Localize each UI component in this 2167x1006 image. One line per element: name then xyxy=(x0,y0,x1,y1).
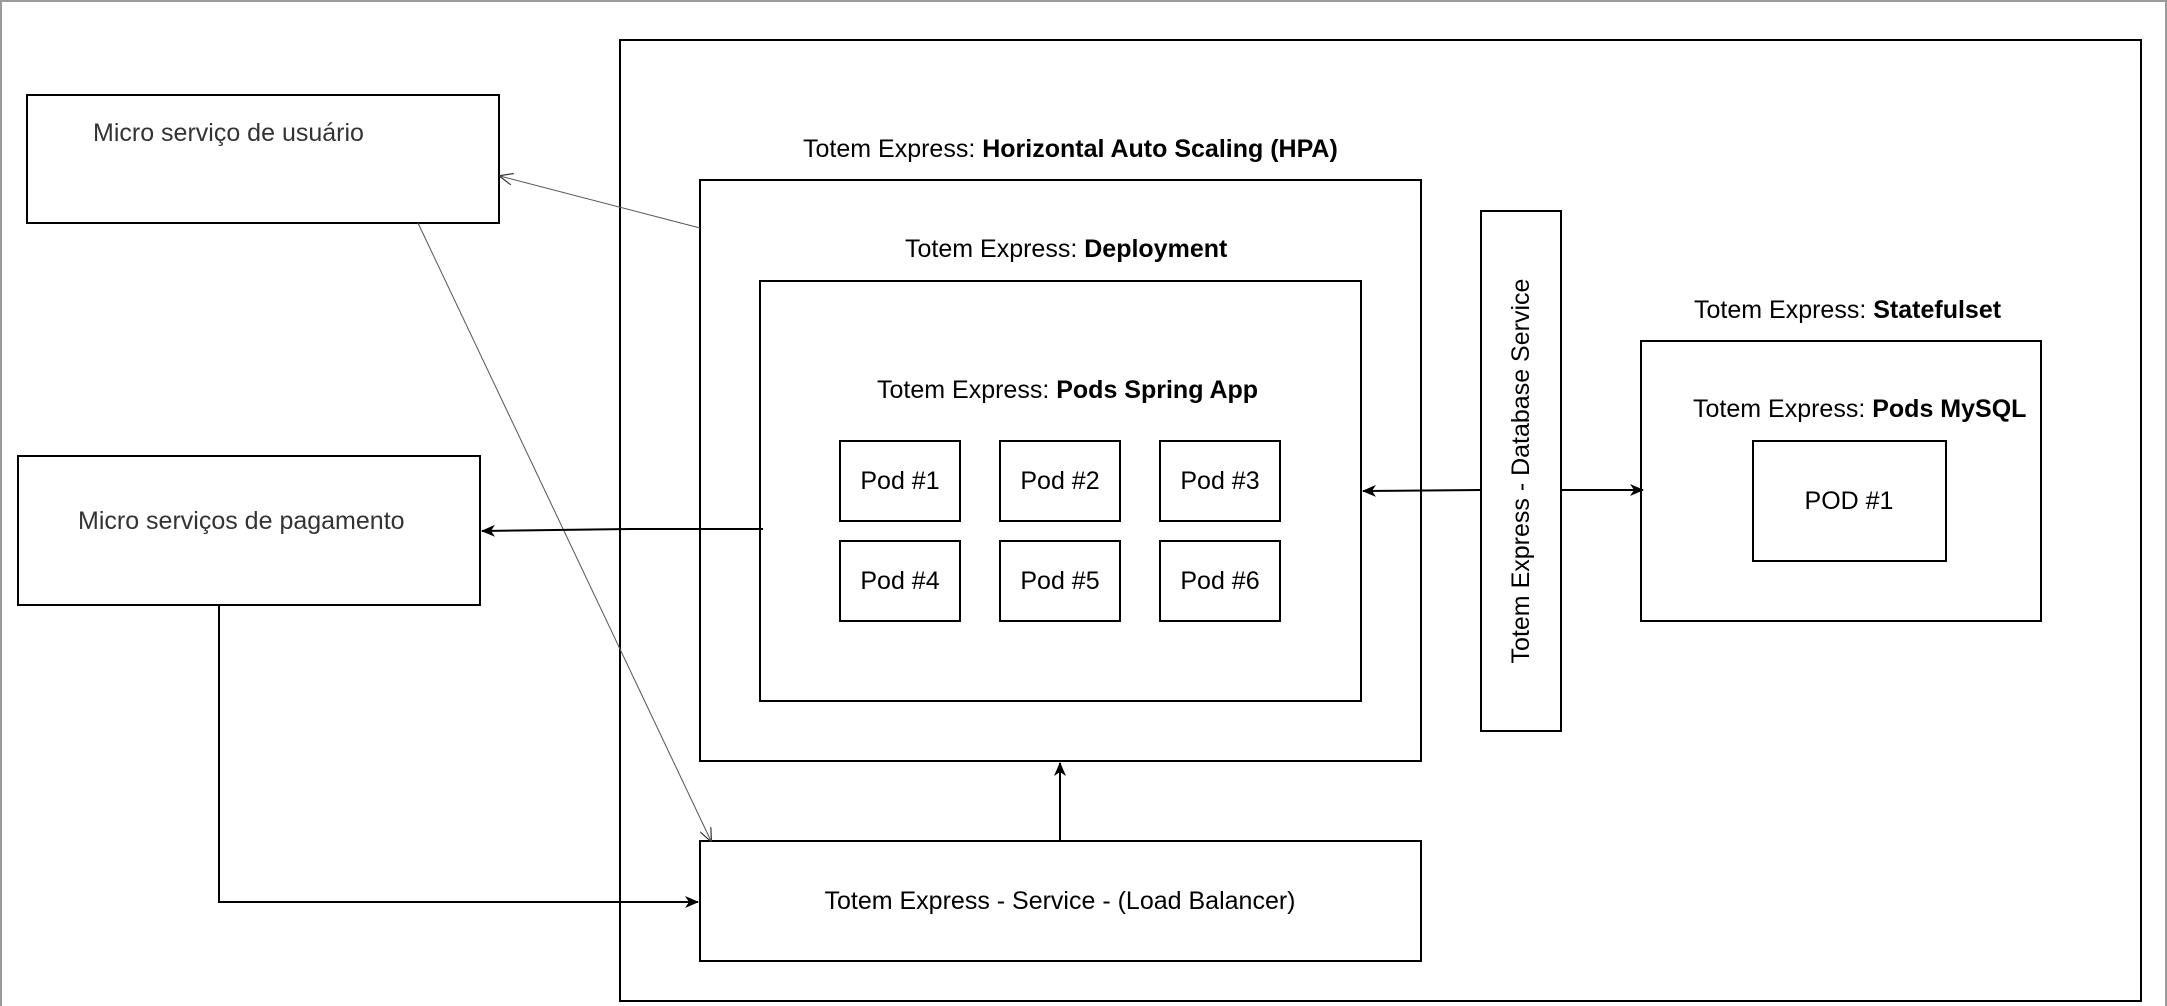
pods-spring-title-bold: Pods Spring App xyxy=(1056,376,1258,404)
pods-mysql-title: Totem Express: Pods MySQL xyxy=(1693,395,2026,423)
database-service-box[interactable] xyxy=(1480,210,1562,732)
spring-pod-5-box[interactable] xyxy=(999,540,1121,622)
user-service-box[interactable] xyxy=(26,94,500,224)
pods-mysql-title-prefix: Totem Express: xyxy=(1693,395,1872,423)
payment-service-box[interactable] xyxy=(17,455,481,606)
database-service-label: Totem Express - Database Service xyxy=(1507,279,1535,664)
load-balancer-label: Totem Express - Service - (Load Balancer… xyxy=(824,887,1295,915)
pods-mysql-title-bold: Pods MySQL xyxy=(1872,395,2026,423)
user-service-to-load-balancer-arrow xyxy=(417,222,711,841)
statefulset-title-prefix: Totem Express: xyxy=(1694,296,1873,324)
pods-spring-title-prefix: Totem Express: xyxy=(877,376,1056,404)
spring-pod-3-box[interactable] xyxy=(1159,440,1281,522)
payment-service-label: Micro serviços de pagamento xyxy=(78,507,405,535)
deployment-to-payment-arrow xyxy=(481,524,763,537)
deployment-title: Totem Express: Deployment xyxy=(905,235,1228,263)
mysql-pod-label: POD #1 xyxy=(1805,487,1894,515)
mysql-pod-box[interactable] xyxy=(1752,440,1947,562)
deployment-title-prefix: Totem Express: xyxy=(905,235,1084,263)
pods-spring-title: Totem Express: Pods Spring App xyxy=(877,376,1258,404)
user-service-label: Micro serviço de usuário xyxy=(93,119,364,147)
hpa-title-prefix: Totem Express: xyxy=(803,135,982,163)
spring-pod-1-label: Pod #1 xyxy=(860,467,939,495)
spring-pod-6-box[interactable] xyxy=(1159,540,1281,622)
spring-pod-2-label: Pod #2 xyxy=(1020,467,1099,495)
hpa-title-bold: Horizontal Auto Scaling (HPA) xyxy=(982,135,1338,163)
payment-to-load-balancer-arrow xyxy=(218,605,699,908)
spring-pod-2-box[interactable] xyxy=(999,440,1121,522)
spring-pod-3-label: Pod #3 xyxy=(1180,467,1259,495)
deployment-title-bold: Deployment xyxy=(1084,235,1228,263)
statefulset-title: Totem Express: Statefulset xyxy=(1694,296,2002,324)
spring-pod-1-box[interactable] xyxy=(839,440,961,522)
statefulset-title-bold: Statefulset xyxy=(1873,296,2001,324)
spring-pod-4-label: Pod #4 xyxy=(860,567,939,595)
spring-pod-5-label: Pod #5 xyxy=(1020,567,1099,595)
spring-pod-6-label: Pod #6 xyxy=(1180,567,1259,595)
load-balancer-box[interactable] xyxy=(699,840,1422,962)
spring-pod-4-box[interactable] xyxy=(839,540,961,622)
hpa-title: Totem Express: Horizontal Auto Scaling (… xyxy=(803,135,1338,163)
hpa-to-user-service-arrow xyxy=(500,176,701,229)
database-service-to-deployment-arrow xyxy=(1362,484,1482,497)
